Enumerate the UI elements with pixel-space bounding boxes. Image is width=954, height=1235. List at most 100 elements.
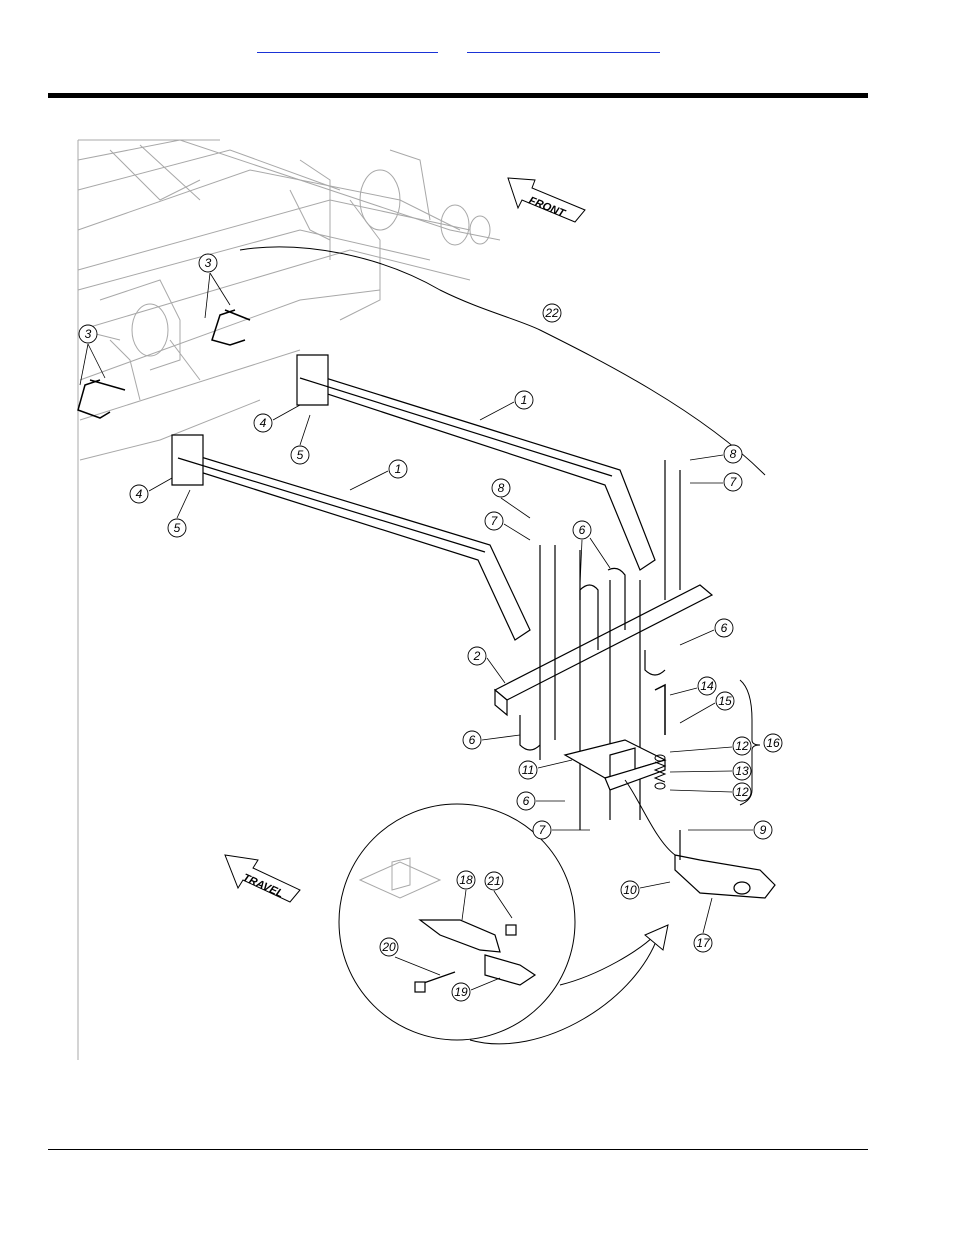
callout-7: 7	[532, 820, 590, 840]
top-rule	[48, 93, 868, 98]
callout-number: 11	[522, 763, 534, 777]
callout-19: 19	[451, 977, 501, 1002]
callout-5: 5	[290, 414, 311, 465]
callout-number: 1	[521, 393, 528, 407]
callout-6: 6	[516, 791, 565, 811]
callout-circle	[514, 390, 534, 410]
callout-circle	[532, 820, 552, 840]
detail-arrow-out	[469, 929, 661, 1045]
callout-4: 4	[129, 477, 173, 504]
callout-leader	[702, 897, 713, 934]
arrow-front-icon: FRONT	[507, 177, 586, 223]
callout-leader	[349, 470, 389, 491]
callout-number: 21	[486, 874, 500, 888]
bottom-rule	[48, 1149, 868, 1150]
callout-14: 14	[669, 676, 717, 696]
callout-number: 6	[469, 733, 476, 747]
brace-22	[239, 246, 766, 476]
callout-leader	[679, 629, 715, 646]
callout-number: 5	[174, 521, 181, 535]
pin	[654, 683, 666, 735]
callout-number: 1	[395, 462, 402, 476]
callout-circle	[78, 324, 98, 344]
callout-12: 12	[669, 736, 752, 756]
callout-leader	[493, 890, 513, 919]
callout-number: 6	[523, 794, 530, 808]
callout-11: 11	[518, 759, 573, 780]
detail-arrow-curve	[559, 934, 656, 986]
callout-leader	[500, 497, 531, 519]
callout-circle	[715, 691, 735, 711]
callout-17: 17	[693, 897, 713, 953]
clevis	[674, 830, 776, 899]
callout-leader	[272, 404, 301, 421]
callout-leader	[479, 401, 515, 421]
callout-number: 7	[491, 514, 499, 528]
callout-circle	[697, 676, 717, 696]
callout-leader	[537, 759, 573, 769]
callout-4: 4	[253, 404, 301, 433]
callout-6: 6	[462, 730, 521, 750]
header-link-right[interactable]	[467, 34, 660, 53]
callout-circle	[753, 820, 773, 840]
callout-circle	[693, 933, 713, 953]
callout-leader	[176, 489, 191, 519]
callout-leader	[79, 343, 89, 386]
callout-leader	[579, 539, 583, 586]
callout-number: 3	[85, 327, 92, 341]
callout-1: 1	[479, 390, 534, 421]
callout-number: 12	[735, 739, 749, 753]
callout-7: 7	[690, 472, 743, 492]
leader-clevis	[624, 779, 676, 856]
callout-circle	[763, 733, 783, 753]
callout-number: 12	[735, 785, 749, 799]
callout-leader	[461, 889, 467, 921]
callout-7: 7	[484, 511, 531, 541]
callout-circle	[451, 982, 471, 1002]
callout-leader	[669, 770, 733, 773]
callout-circle	[379, 937, 399, 957]
header-link-left[interactable]	[257, 34, 438, 53]
callout-circle	[253, 413, 273, 433]
callout-15: 15	[679, 691, 735, 724]
callout-circle	[462, 730, 482, 750]
callout-circle	[732, 782, 752, 802]
callout-number: 2	[473, 649, 481, 663]
callout-number: 3	[205, 256, 212, 270]
callout-circle	[714, 618, 734, 638]
u-bolts-frame	[77, 309, 251, 419]
callout-number: 22	[544, 306, 559, 320]
callout-number: 6	[579, 523, 586, 537]
faded-frame	[77, 139, 501, 1060]
callout-number: 20	[381, 940, 396, 954]
callout-leader	[669, 746, 733, 753]
brace-16	[739, 679, 761, 806]
callout-leader	[87, 343, 106, 379]
hitch-arm-rear	[296, 354, 656, 571]
callout-10: 10	[620, 880, 671, 900]
detail-arrow-head	[644, 924, 669, 951]
callout-leader	[481, 734, 521, 741]
detail-circle	[338, 803, 576, 1041]
callout-number: 15	[718, 694, 732, 708]
callout-5: 5	[167, 489, 191, 538]
callout-circle	[484, 511, 504, 531]
callout-leader	[689, 454, 724, 461]
callout-circle	[456, 870, 476, 890]
callout-leader	[486, 657, 506, 684]
callout-circle	[518, 760, 538, 780]
callout-circle	[467, 646, 487, 666]
callout-number: 8	[498, 481, 505, 495]
callout-number: 8	[730, 447, 737, 461]
callout-leader	[299, 414, 311, 446]
callout-leader	[204, 272, 211, 319]
callout-circle	[198, 253, 218, 273]
callout-leader	[148, 477, 173, 492]
callout-leader	[639, 881, 671, 889]
bracket-plate	[563, 739, 667, 791]
vertical-bolts	[519, 460, 681, 830]
callout-circle	[542, 303, 562, 323]
callout-3: 3	[78, 324, 106, 386]
callout-circle	[290, 445, 310, 465]
callout-circle	[129, 484, 149, 504]
